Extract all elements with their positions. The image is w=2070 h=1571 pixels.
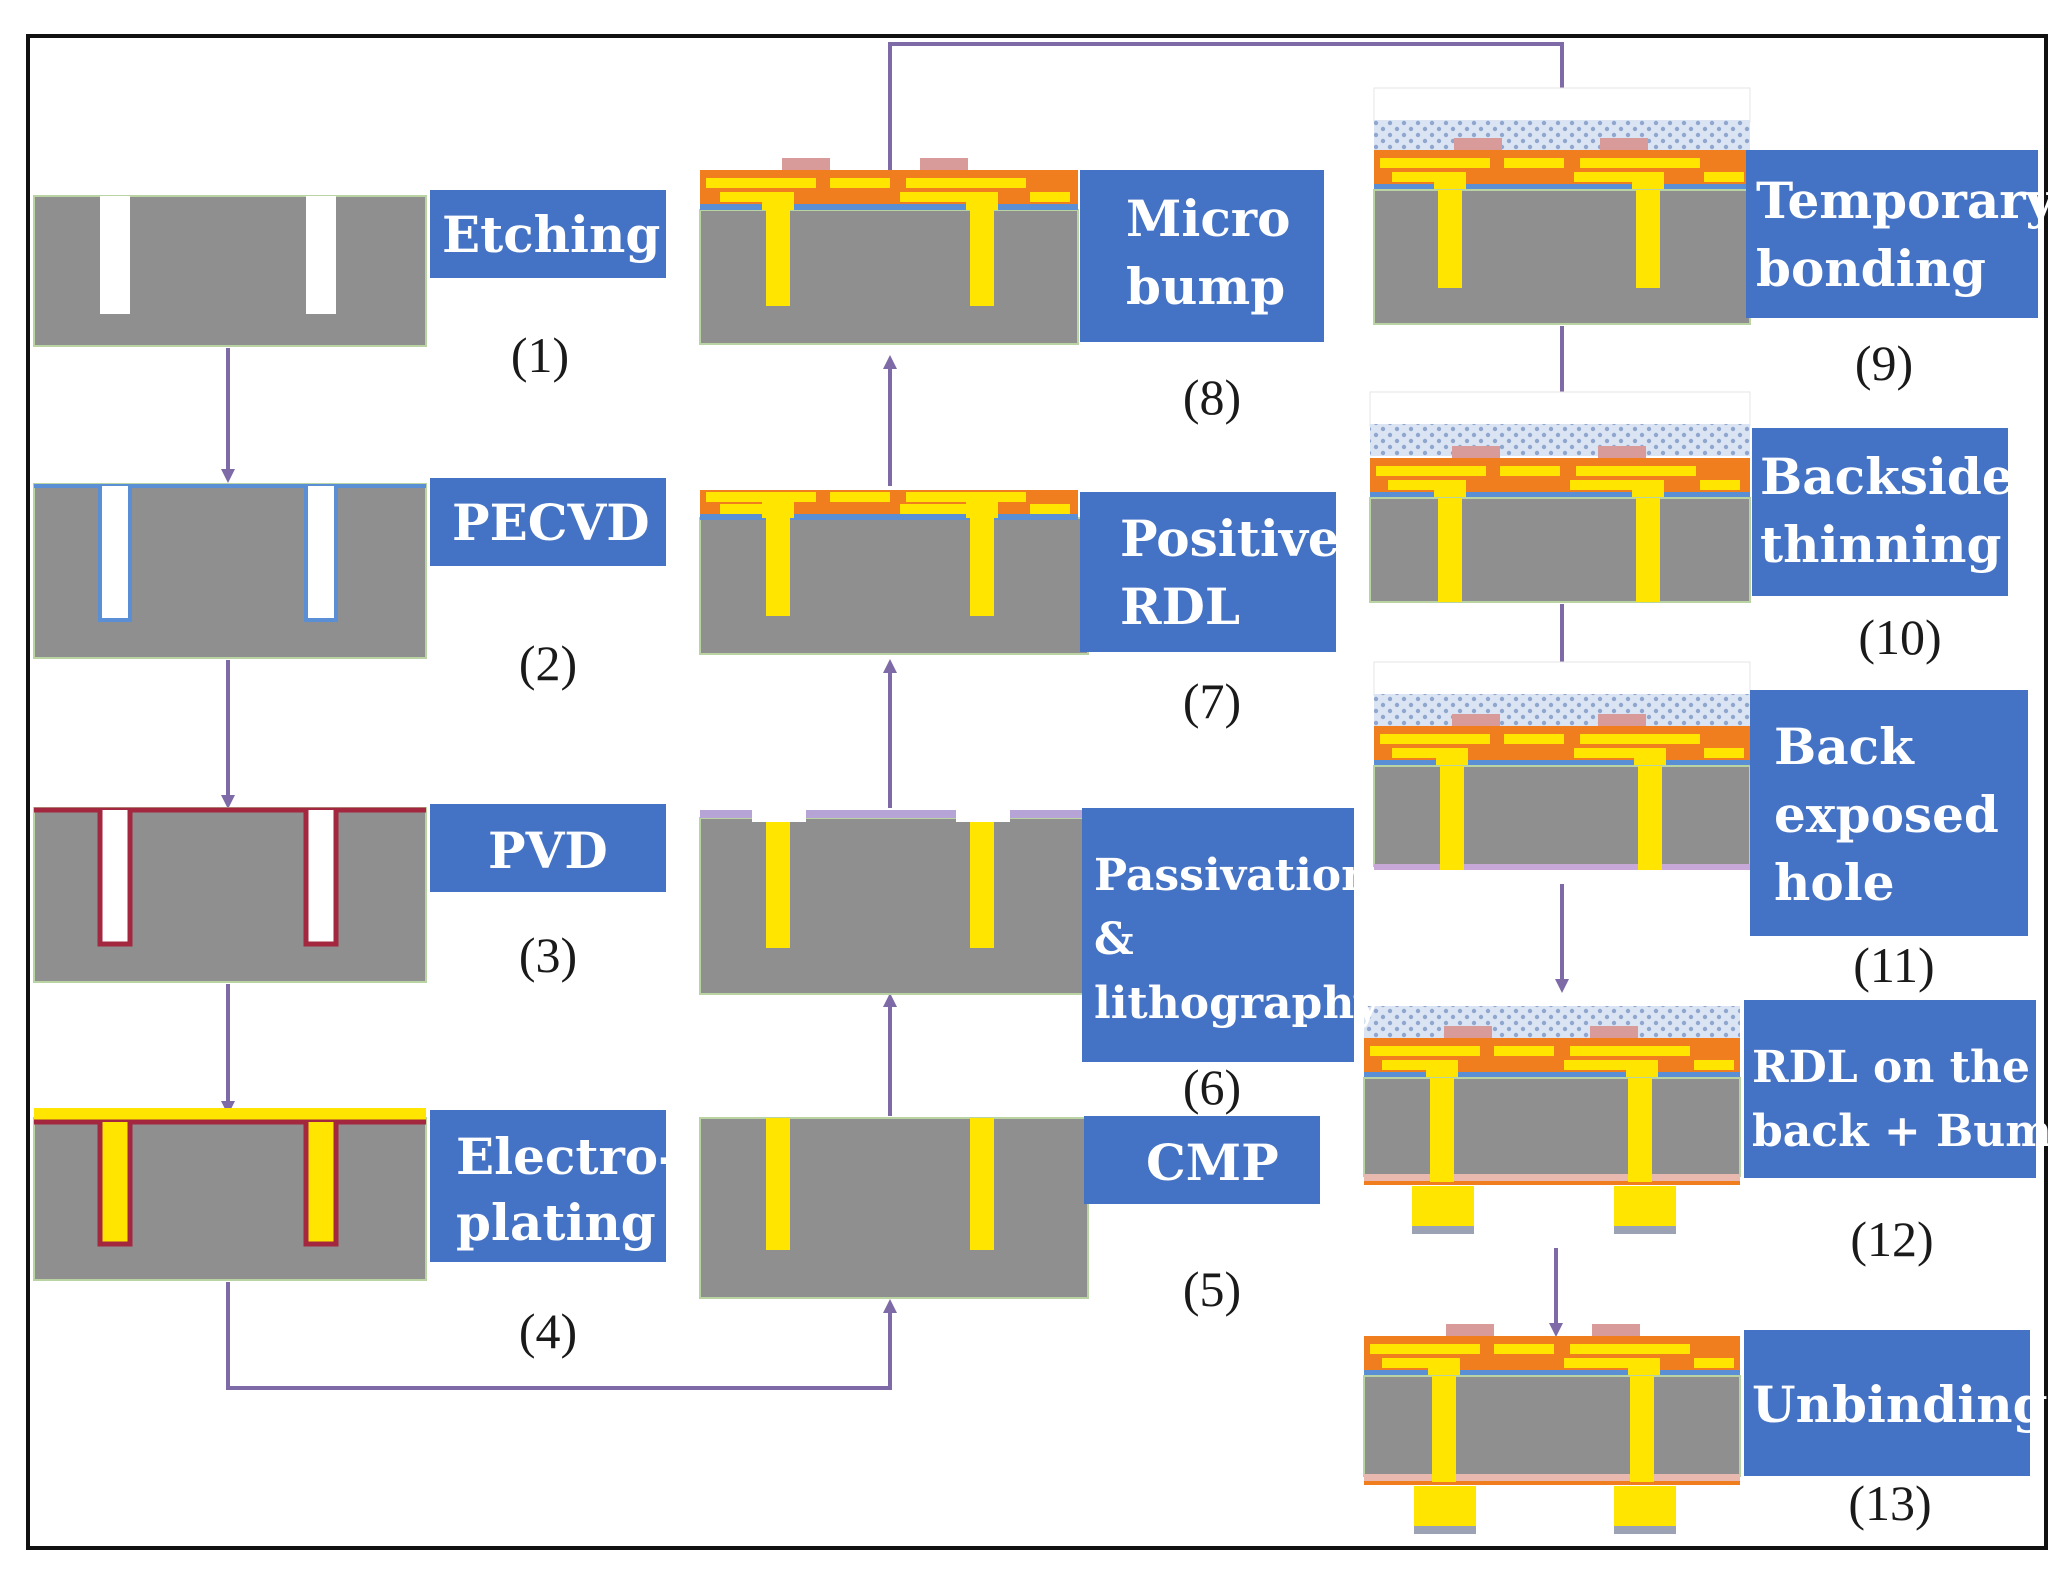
step-6-number: (6)	[1183, 1059, 1241, 1115]
step-5-label-box	[1084, 1116, 1320, 1204]
step-8-label-line-1: Micro	[1126, 189, 1290, 248]
step-3-label-line-1: PVD	[488, 821, 608, 880]
step-11-number: (11)	[1853, 937, 1934, 993]
step-8-label-box	[1080, 170, 1324, 342]
step-7-label-line-1: Positive	[1120, 509, 1340, 568]
step-11-label-line-3: hole	[1774, 853, 1895, 912]
step-5-number: (5)	[1183, 1261, 1241, 1317]
step-1-wafer	[33, 195, 427, 347]
step-11-label-line-1: Back	[1774, 717, 1915, 776]
step-13-label-line-1: Unbinding	[1752, 1375, 2048, 1434]
step-3-number: (3)	[519, 927, 577, 983]
step-10-number: (10)	[1858, 609, 1941, 665]
step-2-number: (2)	[519, 635, 577, 691]
step-9-number: (9)	[1855, 335, 1913, 391]
step-9-label-line-1: Temporary	[1756, 171, 2057, 230]
outer-frame	[26, 34, 2048, 1550]
step-8-number: (8)	[1183, 369, 1241, 425]
step-10-label-line-2: thinning	[1760, 515, 2001, 574]
step-3-wafer	[33, 807, 427, 983]
step-2-label-line-1: PECVD	[452, 493, 650, 552]
step-7-label-box	[1080, 492, 1336, 652]
step-7-label-line-2: RDL	[1120, 577, 1240, 636]
step-5-label-line-1: CMP	[1146, 1133, 1279, 1192]
step-4-number: (4)	[519, 1303, 577, 1359]
step-13-wafer	[1363, 1324, 1741, 1534]
step-1-number: (1)	[511, 327, 569, 383]
step-12-number: (12)	[1850, 1211, 1933, 1267]
step-10-label-line-1: Backside	[1760, 447, 2014, 506]
step-1-label-line-1: Etching	[442, 205, 660, 264]
step-4-label-line-1: Electro-	[456, 1127, 679, 1186]
step-4-label-line-2: plating	[456, 1193, 656, 1252]
step-6-label-box	[1082, 808, 1354, 1062]
step-12-wafer	[1363, 1006, 1741, 1234]
arrow-8-to-9	[888, 42, 1569, 170]
step-12-label-line-1: RDL on the	[1752, 1042, 2030, 1093]
step-12-label-line-2: back + Bump	[1752, 1106, 2070, 1157]
step-6-label-line-2: &	[1094, 914, 1134, 965]
step-9-wafer	[1373, 87, 1751, 325]
step-10-wafer	[1369, 391, 1751, 603]
step-8-label-line-2: bump	[1126, 257, 1285, 316]
step-11-label-box	[1750, 690, 2028, 936]
step-4-wafer	[33, 1108, 427, 1281]
step-7-wafer	[699, 490, 1089, 655]
step-6-wafer	[699, 810, 1089, 995]
step-3-label-box	[430, 804, 666, 892]
step-11-label-line-2: exposed	[1774, 785, 1999, 844]
step-13-label-box	[1744, 1330, 2030, 1476]
step-2-label-box	[430, 478, 666, 566]
step-4-label-box	[430, 1110, 666, 1262]
step-labels: Etching (1) PECVD (2) PVD (3) Electro-plating (…	[430, 150, 2070, 1531]
step-5-wafer	[699, 1117, 1089, 1299]
step-10-label-box	[1752, 428, 2008, 596]
step-2-wafer	[33, 483, 427, 659]
step-8-wafer	[699, 158, 1079, 345]
step-7-number: (7)	[1183, 673, 1241, 729]
step-6-label-line-3: lithography	[1094, 978, 1381, 1029]
step-11-wafer	[1373, 661, 1751, 870]
step-9-label-line-2: bonding	[1756, 239, 1986, 298]
step-1-label-box	[430, 190, 666, 278]
step-6-label-line-1: Passivation	[1094, 850, 1373, 901]
step-12-label-box	[1744, 1000, 2036, 1178]
step-9-label-box	[1746, 150, 2038, 318]
arrow-4-to-5	[226, 1282, 897, 1390]
step-13-number: (13)	[1848, 1475, 1931, 1531]
